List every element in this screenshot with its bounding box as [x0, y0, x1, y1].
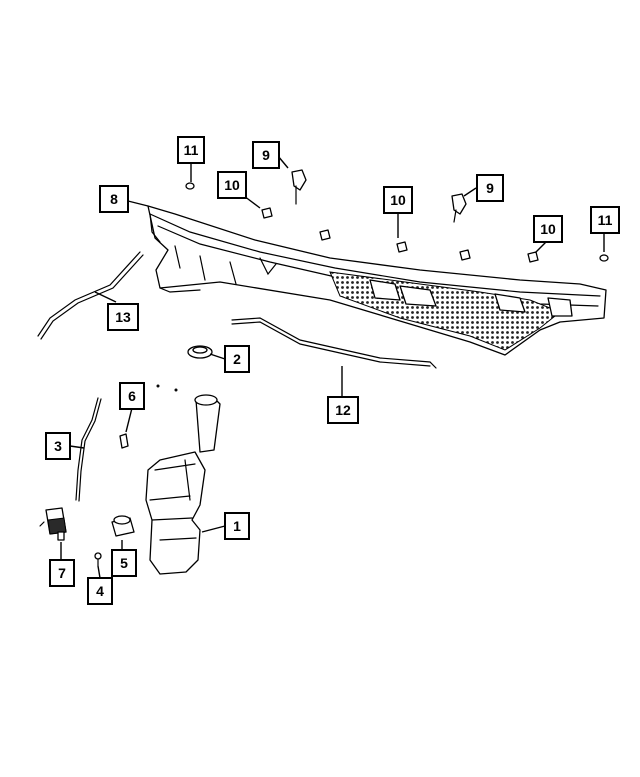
- nozzle-parts: [291, 169, 467, 223]
- callout-label: 7: [58, 565, 66, 581]
- callout-2: 2: [224, 345, 250, 373]
- callout-6: 6: [119, 382, 145, 410]
- callout-label: 2: [233, 351, 241, 367]
- callout-label: 9: [486, 180, 494, 196]
- callout-label: 11: [184, 142, 199, 158]
- callout-9b: 9: [476, 174, 504, 202]
- callout-11a: 11: [177, 136, 205, 164]
- callout-5: 5: [111, 549, 137, 577]
- callout-label: 4: [96, 583, 104, 599]
- callout-10b: 10: [383, 186, 413, 214]
- nut-parts: [185, 182, 609, 262]
- callout-9a: 9: [252, 141, 280, 169]
- washer-pump: [39, 507, 67, 541]
- hose-13: [37, 251, 144, 340]
- pump-grommet: [111, 515, 135, 537]
- callout-label: 1: [233, 518, 241, 534]
- callout-label: 9: [262, 147, 270, 163]
- cowl-panel: [147, 205, 607, 356]
- washer-reservoir: [145, 394, 221, 575]
- callout-label: 3: [54, 438, 62, 454]
- callout-label: 10: [390, 192, 406, 208]
- callout-label: 6: [128, 388, 136, 404]
- callout-label: 13: [115, 309, 131, 325]
- callout-7: 7: [49, 559, 75, 587]
- sensor-part: [119, 384, 178, 449]
- callout-4: 4: [87, 577, 113, 605]
- callout-12: 12: [327, 396, 359, 424]
- callout-13: 13: [107, 303, 139, 331]
- callout-label: 8: [110, 191, 118, 207]
- hose-3: [75, 397, 102, 502]
- callout-11b: 11: [590, 206, 620, 234]
- callout-8: 8: [99, 185, 129, 213]
- callout-1: 1: [224, 512, 250, 540]
- callout-10a: 10: [217, 171, 247, 199]
- callout-3: 3: [45, 432, 71, 460]
- clip-parts: [261, 207, 539, 263]
- hose-12: [231, 317, 437, 369]
- screw-part: [94, 552, 102, 567]
- callout-label: 5: [120, 555, 128, 571]
- grommet-part: [187, 345, 213, 359]
- leader-lines: [60, 155, 605, 579]
- callout-label: 12: [335, 402, 351, 418]
- callout-label: 11: [598, 212, 613, 228]
- callout-10c: 10: [533, 215, 563, 243]
- callout-label: 10: [224, 177, 240, 193]
- callout-label: 10: [540, 221, 556, 237]
